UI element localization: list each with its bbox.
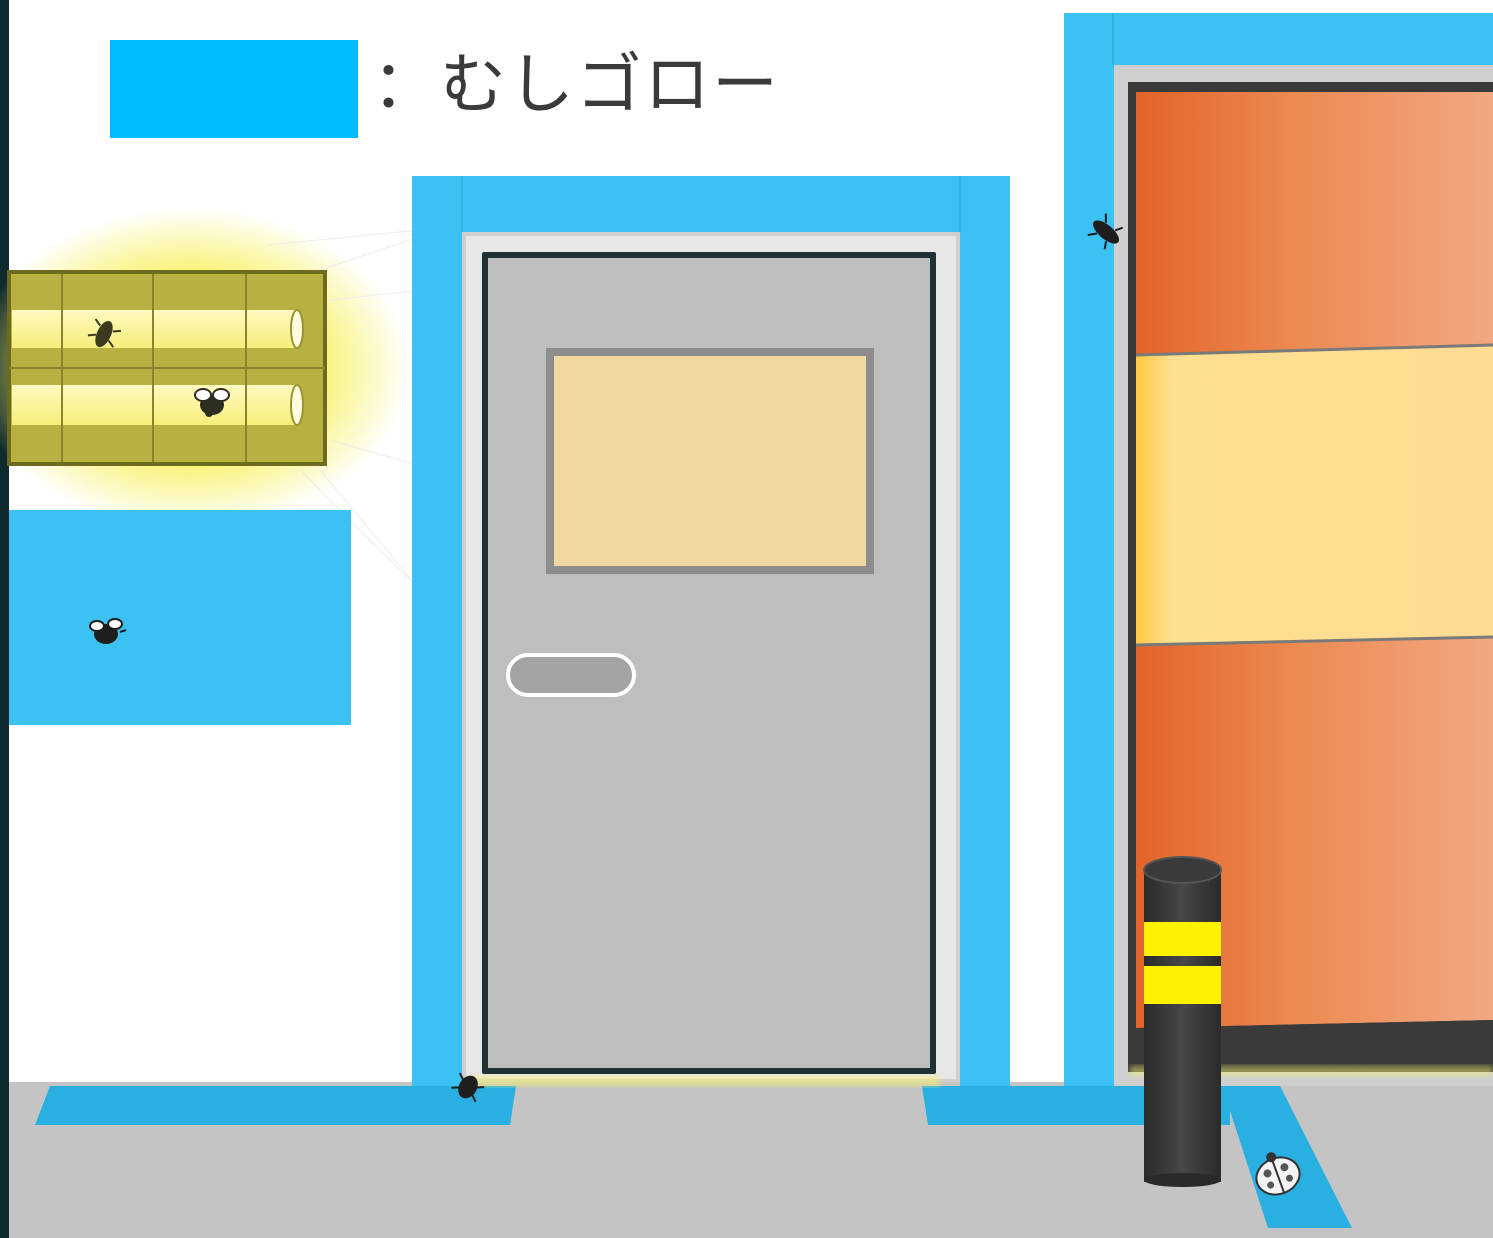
legend-label: ：むしゴロー <box>372 52 780 118</box>
door <box>462 232 960 1086</box>
light-fixture <box>9 272 325 464</box>
floor-zone-left <box>35 1086 516 1125</box>
zone-left-panel <box>9 510 351 725</box>
door-window <box>554 356 866 566</box>
left-border <box>0 0 9 1238</box>
legend-swatch <box>110 40 358 138</box>
door-handle <box>508 655 634 695</box>
bollard <box>1144 857 1221 1187</box>
